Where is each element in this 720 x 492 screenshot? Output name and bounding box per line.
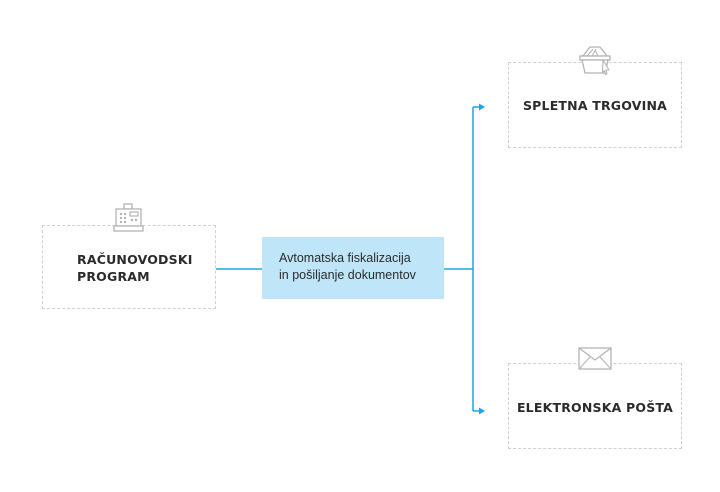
process-label-line2: in pošiljanje dokumentov xyxy=(279,268,416,282)
arrowhead-email xyxy=(479,407,485,415)
envelope-icon xyxy=(578,347,612,370)
cash-register-icon xyxy=(113,203,144,232)
arrowhead-shop xyxy=(479,103,485,111)
email-title: ELEKTRONSKA POŠTA xyxy=(516,400,674,415)
process-label-line1: Avtomatska fiskalizacija xyxy=(279,251,411,265)
accounting-program-title: RAČUNOVODSKI PROGRAM xyxy=(77,251,193,285)
accounting-title-line1: RAČUNOVODSKI xyxy=(77,252,193,267)
shopping-basket-icon xyxy=(579,46,611,76)
accounting-title-line2: PROGRAM xyxy=(77,269,150,284)
online-shop-title: SPLETNA TRGOVINA xyxy=(522,98,668,113)
fiscalization-process-box: Avtomatska fiskalizacija in pošiljanje d… xyxy=(262,237,444,299)
